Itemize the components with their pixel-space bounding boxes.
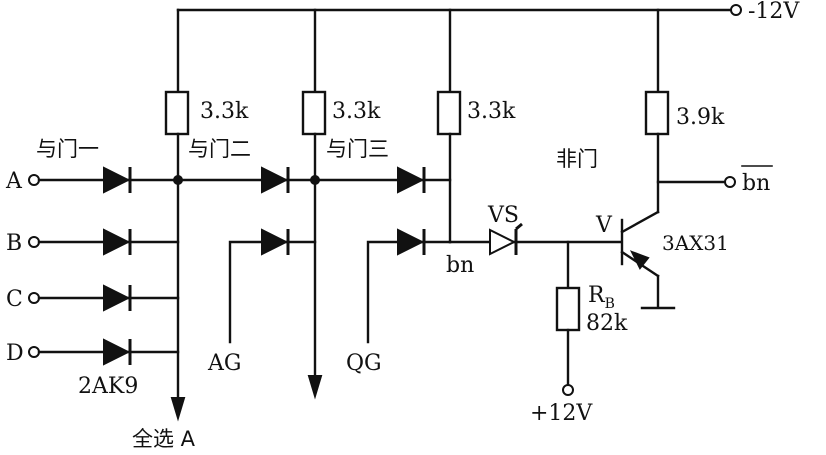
output-bn-bar-label: bn (742, 171, 770, 196)
bn-node-label: bn (446, 253, 474, 278)
zener-diode-icon (489, 228, 517, 256)
diode-icon (103, 338, 131, 366)
rb-value: 82k (586, 311, 628, 336)
resistor-r1 (164, 90, 190, 136)
output-arrow-icon (170, 397, 186, 422)
transistor-model: 3AX31 (662, 231, 729, 255)
diode-icon (397, 228, 425, 256)
resistor-rb (555, 286, 581, 332)
not-gate-label: 非门 (556, 147, 598, 171)
positive-supply-label: +12V (530, 401, 593, 426)
transistor-name: V (595, 213, 613, 238)
rb-label: RB (588, 283, 615, 312)
resistor-r4 (644, 90, 670, 136)
resistor-r3 (436, 90, 462, 136)
diode-icon (103, 166, 131, 194)
diode-icon (261, 228, 289, 256)
resistor-r1-value: 3.3k (200, 99, 249, 124)
diode-icon (103, 284, 131, 312)
diode-icon (397, 166, 425, 194)
ag-input-label: AG (207, 351, 241, 376)
output-arrow-icon (307, 375, 323, 400)
input-b-label: B (6, 231, 22, 256)
diode-type-label: 2AK9 (78, 374, 138, 399)
and-gate-2-label: 与门二 (188, 137, 251, 161)
resistor-r2-value: 3.3k (332, 99, 381, 124)
and-gate-1: 3.3k 与门一 A B C D 2AK9 全选 A (5, 8, 249, 451)
qg-input-label: QG (346, 351, 382, 376)
resistor-r4-value: 3.9k (676, 105, 725, 130)
all-select-output-label: 全选 A (132, 427, 196, 451)
resistor-r3-value: 3.3k (467, 99, 516, 124)
diode-icon (103, 228, 131, 256)
diode-icon (261, 166, 289, 194)
resistor-r2 (301, 90, 327, 136)
input-c-label: C (6, 287, 23, 312)
and-gate-3: 3.3k 与门三 QG bn (313, 8, 516, 376)
zener-label: VS (487, 203, 519, 228)
and-gate-1-label: 与门一 (36, 137, 99, 161)
and-gate-3-label: 与门三 (326, 137, 389, 161)
not-gate: VS RB 82k +12V V 3AX31 3.9k bn 非门 (448, 8, 773, 426)
negative-supply-rail: -12V (176, 0, 800, 24)
input-a-label: A (5, 169, 23, 194)
transistor-emitter-arrow-icon (629, 250, 650, 270)
input-d-label: D (6, 341, 24, 366)
negative-supply-label: -12V (748, 0, 800, 24)
and-gate-2: 3.3k 与门二 AG (176, 8, 381, 400)
